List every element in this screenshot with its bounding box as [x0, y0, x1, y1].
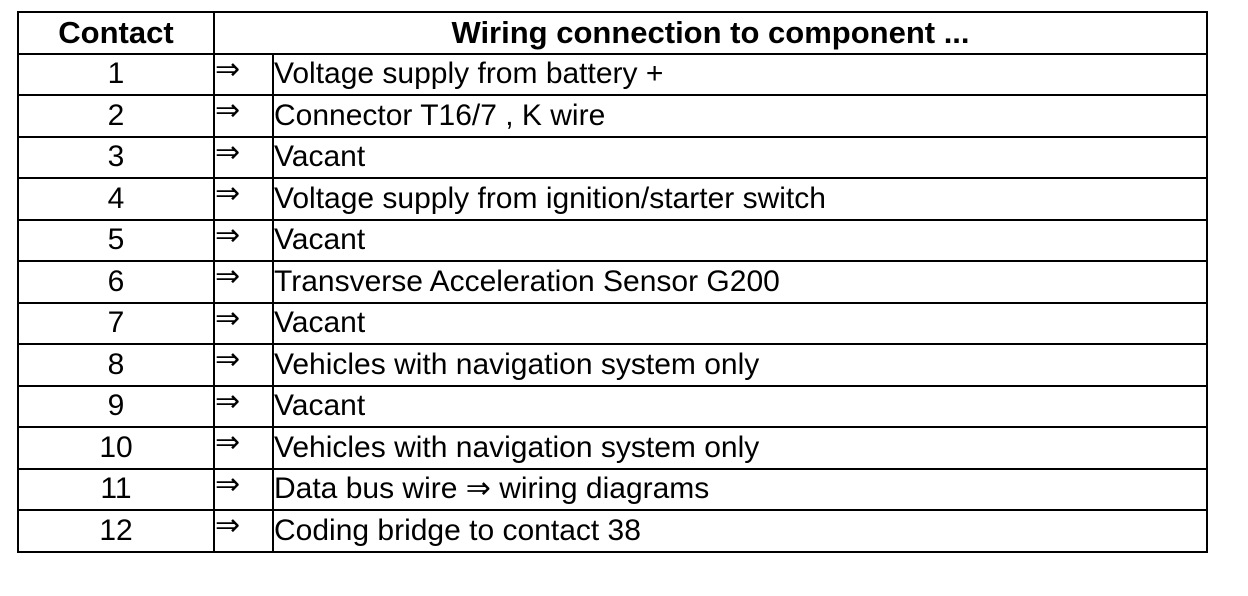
- contact-number: 4: [17, 177, 215, 221]
- wiring-description: Voltage supply from ignition/starter swi…: [272, 177, 1208, 221]
- contact-number: 12: [17, 509, 215, 553]
- right-double-arrow-icon: ⇒: [213, 384, 274, 428]
- wiring-description: Voltage supply from battery +: [272, 52, 1208, 96]
- right-double-arrow-icon: ⇒: [213, 177, 274, 221]
- contact-number: 10: [17, 426, 215, 470]
- table-row: 5⇒Vacant: [17, 218, 1208, 262]
- wiring-description: Vehicles with navigation system only: [272, 426, 1208, 470]
- table-row: 6⇒Transverse Acceleration Sensor G200: [17, 260, 1208, 304]
- table-row: 4⇒Voltage supply from ignition/starter s…: [17, 177, 1208, 221]
- contact-number: 2: [17, 94, 215, 138]
- contact-number: 8: [17, 343, 215, 387]
- table-row: 10⇒Vehicles with navigation system only: [17, 426, 1208, 470]
- right-double-arrow-icon: ⇒: [213, 509, 274, 553]
- table-row: 8⇒Vehicles with navigation system only: [17, 343, 1208, 387]
- contact-number: 3: [17, 135, 215, 179]
- wiring-description: Vacant: [272, 218, 1208, 262]
- wiring-description: Vacant: [272, 135, 1208, 179]
- table-row: 1⇒Voltage supply from battery +: [17, 52, 1208, 96]
- wiring-description: Vacant: [272, 384, 1208, 428]
- wiring-description: Vehicles with navigation system only: [272, 343, 1208, 387]
- right-double-arrow-icon: ⇒: [213, 301, 274, 345]
- right-double-arrow-icon: ⇒: [213, 467, 274, 511]
- right-double-arrow-icon: ⇒: [213, 426, 274, 470]
- wiring-description: Vacant: [272, 301, 1208, 345]
- header-wiring-connection: Wiring connection to component ...: [213, 11, 1208, 55]
- wiring-description: Data bus wire ⇒ wiring diagrams: [272, 467, 1208, 511]
- right-double-arrow-icon: ⇒: [213, 94, 274, 138]
- contact-number: 7: [17, 301, 215, 345]
- header-contact: Contact: [17, 11, 215, 55]
- table-row: 9⇒Vacant: [17, 384, 1208, 428]
- contact-number: 5: [17, 218, 215, 262]
- right-double-arrow-icon: ⇒: [213, 218, 274, 262]
- table-row: 7⇒Vacant: [17, 301, 1208, 345]
- right-double-arrow-icon: ⇒: [213, 52, 274, 96]
- contact-number: 6: [17, 260, 215, 304]
- contact-number: 9: [17, 384, 215, 428]
- wiring-table: Contact Wiring connection to component .…: [17, 11, 1208, 553]
- table-row: 2⇒Connector T16/7 , K wire: [17, 94, 1208, 138]
- right-double-arrow-icon: ⇒: [213, 260, 274, 304]
- right-double-arrow-icon: ⇒: [213, 135, 274, 179]
- wiring-description: Transverse Acceleration Sensor G200: [272, 260, 1208, 304]
- wiring-description: Connector T16/7 , K wire: [272, 94, 1208, 138]
- wiring-description: Coding bridge to contact 38: [272, 509, 1208, 553]
- table-row: 12⇒Coding bridge to contact 38: [17, 509, 1208, 553]
- right-double-arrow-icon: ⇒: [213, 343, 274, 387]
- table-row: 11⇒Data bus wire ⇒ wiring diagrams: [17, 467, 1208, 511]
- contact-number: 11: [17, 467, 215, 511]
- table-row: 3⇒Vacant: [17, 135, 1208, 179]
- contact-number: 1: [17, 52, 215, 96]
- header-row: Contact Wiring connection to component .…: [17, 11, 1208, 55]
